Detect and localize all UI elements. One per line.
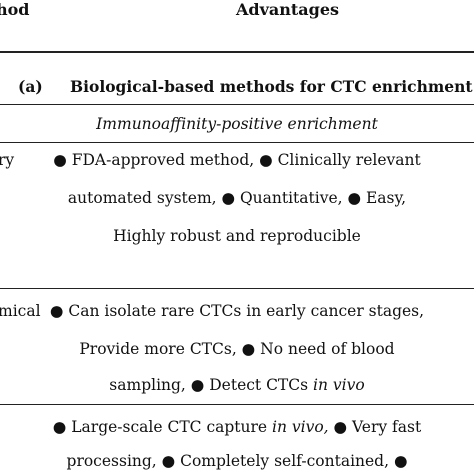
row2-line3-text: sampling, ● Detect CTCs: [109, 376, 314, 394]
row2-line2: Provide more CTCs, ● No need of blood: [79, 340, 395, 358]
section-label: (a): [18, 77, 43, 96]
row1-line1: ● FDA-approved method, ● Clinically rele…: [53, 151, 421, 169]
section-rule: [0, 104, 474, 105]
row2-line3-italic: in vivo: [313, 376, 365, 394]
row3-line2: processing, ● Completely self-contained,…: [66, 452, 408, 470]
subsection-title: Immunoaffinity-positive enrichment: [96, 115, 378, 133]
row1-method: ry: [0, 151, 15, 169]
row1-line2: automated system, ● Quantitative, ● Easy…: [67, 189, 407, 207]
row1-rule: [0, 288, 474, 289]
advantages-column-header: Advantages: [236, 0, 340, 19]
row3-line1-tail: ● Very fast: [328, 418, 422, 436]
header-rule: [0, 51, 474, 53]
subsection-rule: [0, 142, 474, 143]
row3-line1-text: ● Large-scale CTC capture: [52, 418, 273, 436]
row2-line3: sampling, ● Detect CTCs in vivo: [0, 376, 474, 394]
method-column-header: hod: [0, 0, 30, 19]
row3-line1: ● Large-scale CTC capture in vivo, ● Ver…: [0, 418, 474, 436]
section-title: Biological-based methods for CTC enrichm…: [70, 77, 473, 96]
row2-method: mical: [0, 302, 41, 320]
row1-line3: Highly robust and reproducible: [113, 227, 361, 245]
row3-line1-italic: in vivo,: [272, 418, 329, 436]
row2-line1: ● Can isolate rare CTCs in early cancer …: [49, 302, 425, 320]
row2-rule: [0, 404, 474, 405]
